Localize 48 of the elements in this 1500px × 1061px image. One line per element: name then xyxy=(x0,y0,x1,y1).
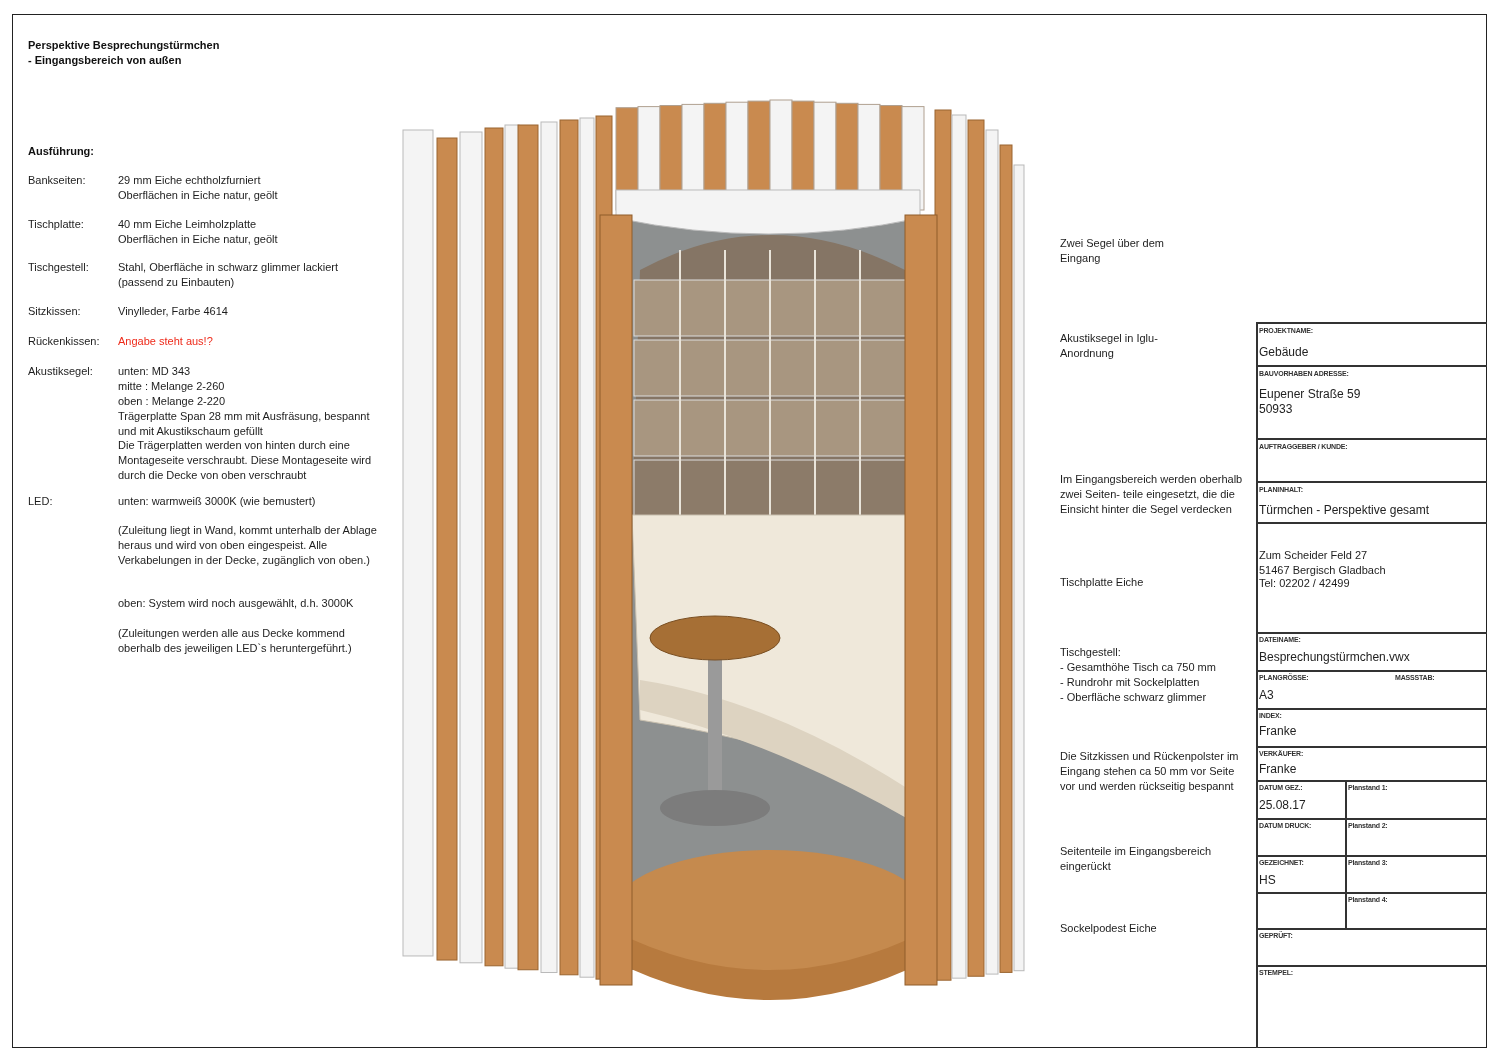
field-value: Türmchen - Perspektive gesamt xyxy=(1259,503,1431,518)
field-value: Eupener Straße 59 50933 xyxy=(1259,387,1362,417)
annotation-text: Tischgestell: xyxy=(1060,645,1122,660)
warning-note: Angabe steht aus!? xyxy=(118,334,214,349)
field-value: Franke xyxy=(1259,762,1298,777)
spec-value: unten: warmweiß 3000K (wie bemustert) xyxy=(118,494,317,509)
spec-value: 40 mm Eiche Leimholzplatte xyxy=(118,217,258,232)
section-heading: Ausführung: xyxy=(28,144,95,159)
spec-key: LED: xyxy=(28,494,118,509)
spec-value: oben: System wird noch ausgewählt, d.h. 3000K xyxy=(118,596,355,611)
field-value: Gebäude xyxy=(1259,345,1310,360)
spec-value: 29 mm Eiche echtholzfurniert xyxy=(118,173,262,188)
annotation-text: Tischplatte Eiche xyxy=(1060,575,1145,590)
spec-value: Trägerplatte Span 28 mm mit Ausfräsung, bespannt und mit Akustikschaum gefüllt xyxy=(118,409,371,439)
field-value: 25.08.17 xyxy=(1259,798,1307,813)
annotation-text: - Oberfläche schwarz glimmer xyxy=(1060,690,1208,705)
spec-value: Oberflächen in Eiche natur, geölt xyxy=(118,188,279,203)
spec-value: Stahl, Oberfläche in schwarz glimmer lackiert (passend zu Einbauten) xyxy=(118,260,340,290)
annotation-text: Akustiksegel in Iglu- Anordnung xyxy=(1060,331,1159,361)
spec-value: Vinylleder, Farbe 4614 xyxy=(118,304,229,319)
field-value: Franke xyxy=(1259,724,1298,739)
annotation-text: - Rundrohr mit Sockelplatten xyxy=(1060,675,1201,690)
annotation-text: Seitenteile im Eingangsbereich eingerückt xyxy=(1060,844,1213,874)
annotation-text: Im Eingangsbereich werden oberhalb zwei Seiten- teile eingesetzt, die die Einsicht hinter die Segel verdecken xyxy=(1060,472,1244,517)
spec-value: (Zuleitung liegt in Wand, kommt unterhalb der Ablage heraus und wird von oben eingespeist. Alle Verkabelungen in der Decke, zugänglich von oben.) xyxy=(118,523,378,568)
spec-value: oben : Melange 2-220 xyxy=(118,394,227,409)
spec-value: unten: MD 343 xyxy=(118,364,192,379)
spec-value: Oberflächen in Eiche natur, geölt xyxy=(118,232,279,247)
spec-value: mitte : Melange 2-260 xyxy=(118,379,226,394)
annotation-text: Die Sitzkissen und Rückenpolster im Eingang stehen ca 50 mm vor Seite vor und werden rückseitig bespannt xyxy=(1060,749,1240,794)
spec-key: Tischgestell: xyxy=(28,260,118,275)
annotation-text: Zwei Segel über dem Eingang xyxy=(1060,236,1165,266)
spec-key: Rückenkissen: xyxy=(28,334,118,349)
address-text: Zum Scheider Feld 27 51467 Bergisch Gladbach xyxy=(1259,548,1387,578)
subtitle: - Eingangsbereich von außen xyxy=(28,53,183,68)
annotation-text: Sockelpodest Eiche xyxy=(1060,921,1158,936)
spec-value: Die Trägerplatten werden von hinten durch eine Montageseite verschraubt. Diese Montageseite wird durch die Decke von oben verschraubt xyxy=(118,438,373,483)
field-value: Besprechungstürmchen.vwx xyxy=(1259,650,1411,665)
field-value: HS xyxy=(1259,873,1277,888)
spec-key: Tischplatte: xyxy=(28,217,118,232)
annotation-text: - Gesamthöhe Tisch ca 750 mm xyxy=(1060,660,1217,675)
spec-key: Sitzkissen: xyxy=(28,304,118,319)
drawing-title: Perspektive Besprechungstürmchen xyxy=(28,38,220,53)
spec-key: Akustiksegel: xyxy=(28,364,118,379)
spec-key: Bankseiten: xyxy=(28,173,118,188)
phone-text: Tel: 02202 / 42499 xyxy=(1259,576,1351,591)
field-value: A3 xyxy=(1259,688,1275,703)
spec-value: (Zuleitungen werden alle aus Decke kommend oberhalb des jeweiligen LED`s heruntergeführt.) xyxy=(118,626,353,656)
